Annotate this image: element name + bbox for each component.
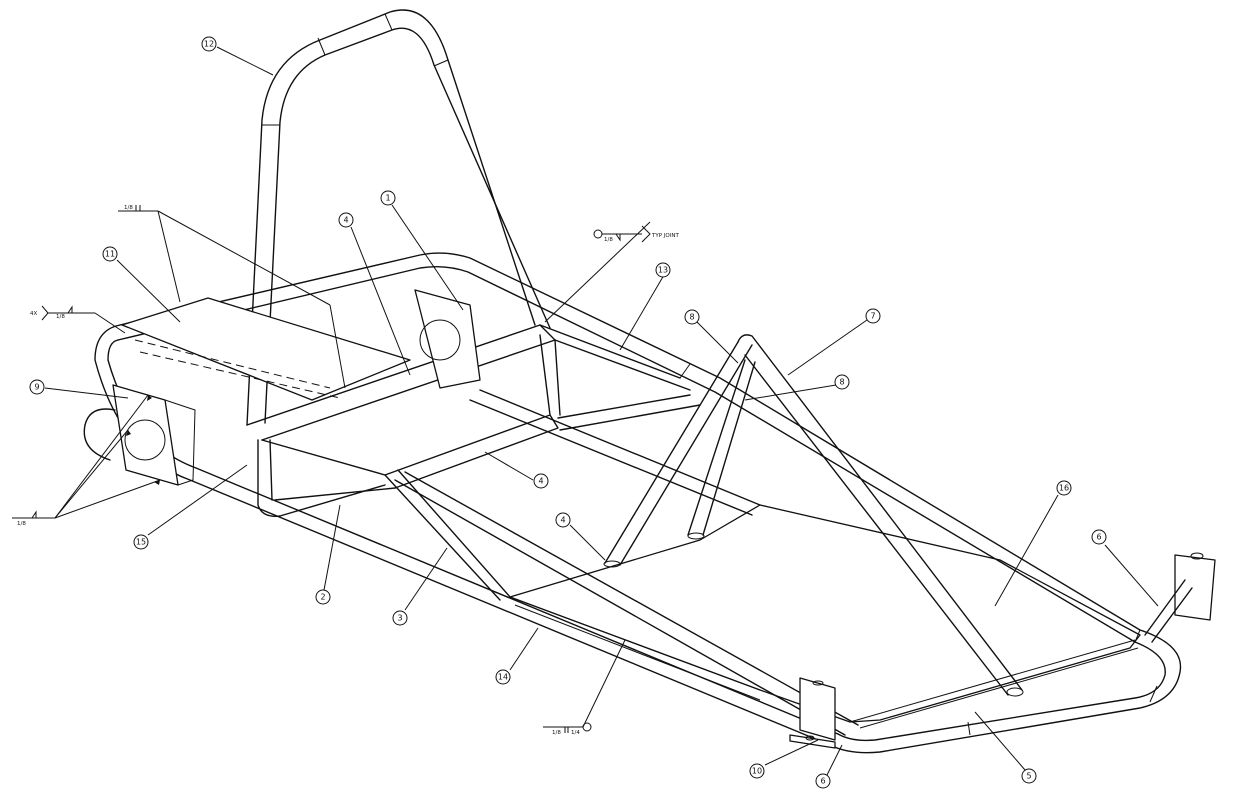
- svg-text:4: 4: [343, 216, 348, 225]
- balloon-14: 14: [495, 669, 511, 685]
- balloon-4-seat: 4: [338, 212, 354, 228]
- weld-symbol-4x: 4X 1/8: [30, 305, 95, 321]
- svg-text:4: 4: [538, 477, 543, 486]
- svg-text:1: 1: [385, 194, 390, 203]
- svg-text:6: 6: [1096, 533, 1101, 542]
- balloon-4-lower: 4: [555, 512, 571, 528]
- svg-text:10: 10: [752, 767, 762, 776]
- svg-text:TYP JOINT: TYP JOINT: [651, 233, 679, 239]
- balloon-1: 1: [380, 190, 396, 206]
- spindle-bracket-rear: [1144, 552, 1216, 643]
- engine-mount-plate: [121, 297, 411, 401]
- axle-bracket-right: [414, 289, 481, 389]
- svg-text:11: 11: [105, 250, 115, 259]
- balloon-5: 5: [1021, 768, 1037, 784]
- balloon-3: 3: [392, 610, 408, 626]
- svg-text:3: 3: [397, 614, 402, 623]
- balloon-13: 13: [655, 262, 671, 278]
- spindle-bracket-front: [789, 677, 836, 749]
- svg-text:4X: 4X: [30, 311, 37, 317]
- svg-text:6: 6: [820, 777, 825, 786]
- balloon-7: 7: [865, 308, 881, 324]
- balloon-6-front: 6: [815, 773, 831, 789]
- svg-text:16: 16: [1059, 484, 1069, 493]
- balloon-9: 9: [29, 379, 45, 395]
- upper-frame: [246, 324, 761, 517]
- svg-text:1/8: 1/8: [56, 314, 65, 320]
- svg-text:1/8: 1/8: [124, 205, 133, 211]
- balloon-6-rear: 6: [1091, 529, 1107, 545]
- svg-text:8: 8: [689, 313, 694, 322]
- svg-text:1/8: 1/8: [552, 730, 561, 736]
- svg-text:7: 7: [870, 312, 875, 321]
- steering-a-frame: [603, 334, 1024, 697]
- weld-symbol-typ-joint: 1/8 TYP JOINT: [593, 225, 679, 243]
- balloon-16: 16: [1056, 480, 1072, 496]
- svg-text:13: 13: [658, 266, 668, 275]
- lower-rail-loop: [94, 252, 1182, 754]
- balloon-8-top: 8: [684, 309, 700, 325]
- balloon-2: 2: [315, 589, 331, 605]
- svg-text:2: 2: [320, 593, 325, 602]
- balloon-11: 11: [102, 246, 118, 262]
- balloon-12: 12: [201, 36, 217, 52]
- svg-text:1/8: 1/8: [17, 521, 26, 527]
- svg-text:14: 14: [498, 673, 508, 682]
- weld-symbol-bottom: 1/8 1/4: [543, 722, 592, 736]
- balloon-15: 15: [133, 534, 149, 550]
- svg-text:9: 9: [34, 383, 39, 392]
- svg-text:12: 12: [204, 40, 214, 49]
- front-diagonals: [384, 469, 859, 736]
- weld-symbol-top-left: 1/8: [118, 205, 158, 212]
- svg-text:8: 8: [839, 378, 844, 387]
- svg-text:1/8: 1/8: [604, 237, 613, 243]
- axle-bracket-left: [83, 384, 196, 486]
- svg-text:4: 4: [560, 516, 565, 525]
- leader-lines: [44, 46, 1159, 776]
- weld-symbol-lower-left: 1/8: [12, 510, 55, 527]
- svg-text:1/4: 1/4: [571, 730, 580, 736]
- balloon-10: 10: [749, 763, 765, 779]
- balloon-8-right: 8: [834, 374, 850, 390]
- balloon-4-center: 4: [533, 473, 549, 489]
- svg-text:5: 5: [1026, 772, 1031, 781]
- roll-hoop: [246, 9, 551, 426]
- svg-text:15: 15: [136, 538, 146, 547]
